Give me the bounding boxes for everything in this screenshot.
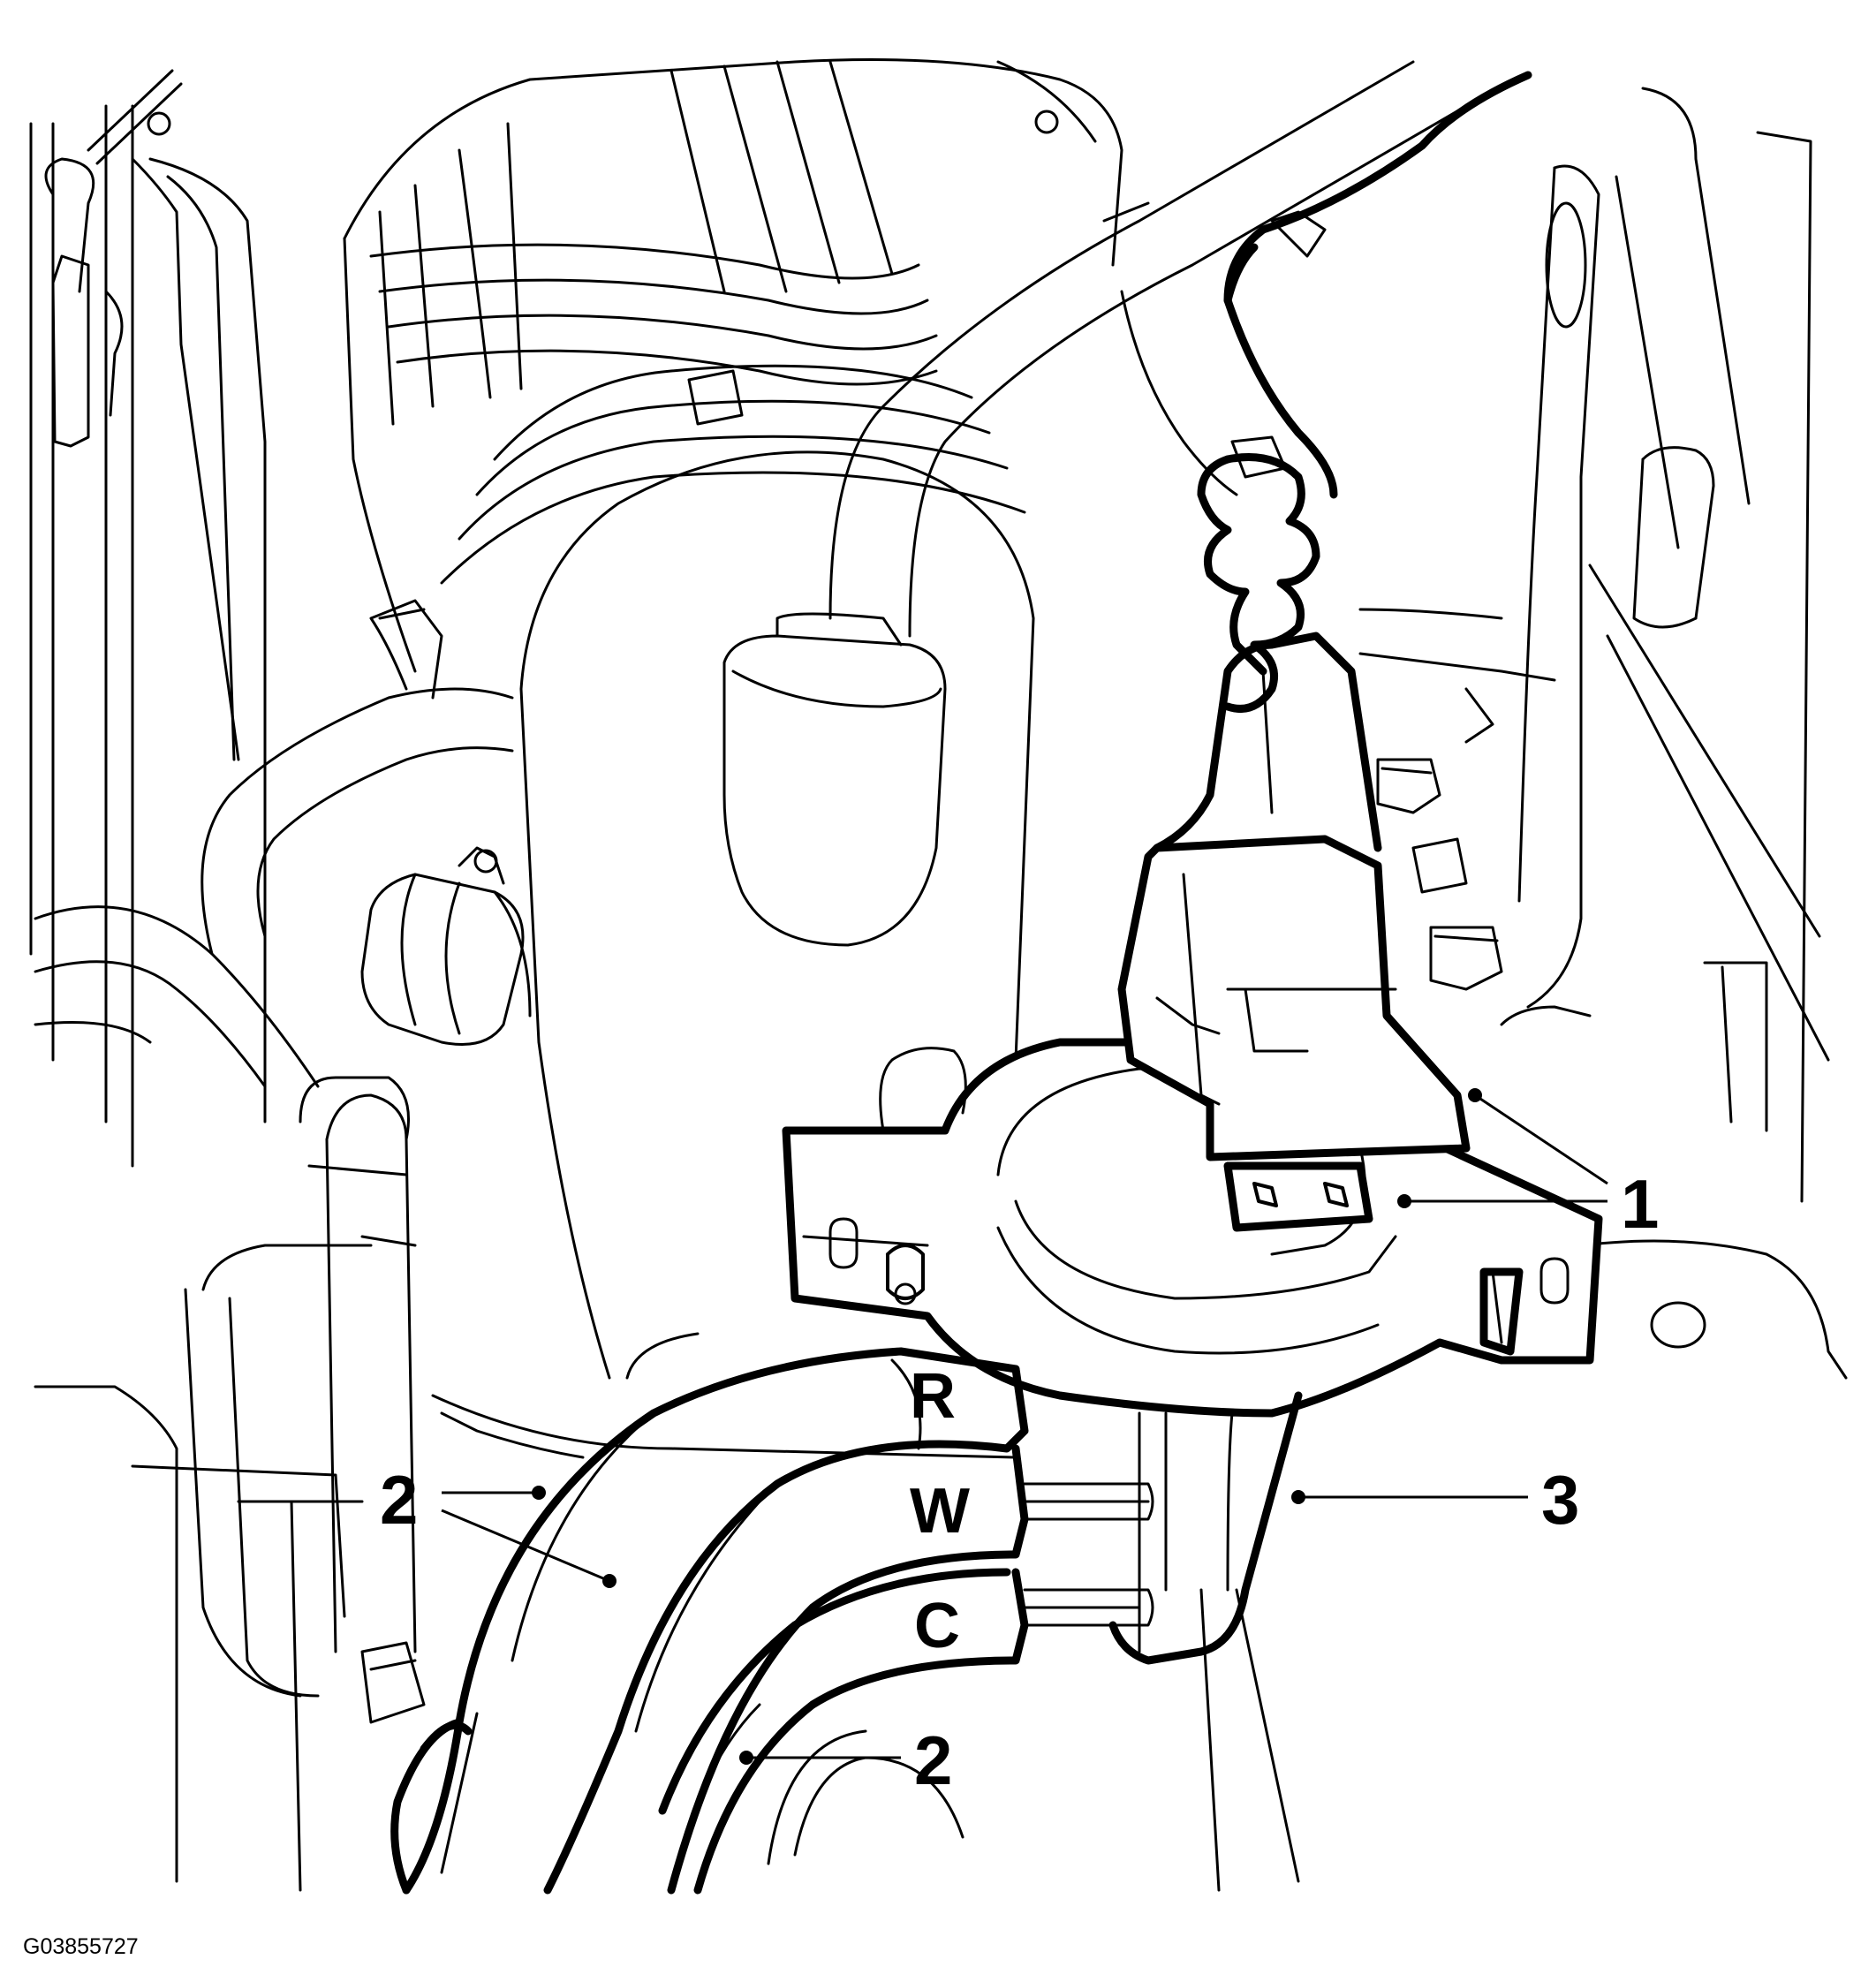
left-hoses: [34, 599, 532, 1653]
hose-label-r: R: [910, 1361, 956, 1432]
upper-curved-pipe: [828, 60, 1468, 638]
leader-dot-1b: [1397, 1194, 1411, 1208]
callout-1: 1: [1621, 1165, 1659, 1243]
hose-label-c: C: [914, 1591, 960, 1661]
callout-3: 3: [1541, 1461, 1579, 1539]
hose-letter-labels: R W C: [910, 1361, 970, 1661]
mounting-bolts: [1376, 687, 1503, 991]
leader-dot-2b: [602, 1574, 617, 1588]
callout-2-lower: 2: [914, 1721, 952, 1799]
vertical-pipe: [1108, 1391, 1303, 1665]
leader-lines: [441, 1088, 1608, 1765]
lower-center-body: [431, 1332, 1300, 1892]
intake-body: [519, 450, 1035, 1380]
lower-left-frame: [34, 1244, 426, 1892]
labelled-hoses: [390, 1347, 1154, 1895]
leader-dot-3: [1291, 1490, 1305, 1504]
leader-dot-2c: [739, 1751, 753, 1765]
leader-dot-2a: [532, 1486, 546, 1500]
sensor-wire: [1120, 71, 1532, 713]
figure-id: G03855727: [23, 1934, 139, 1959]
callout-numbers: 1 2 3 2: [380, 1165, 1659, 1799]
air-intake-hose: [343, 58, 1123, 673]
callout-2-upper: 2: [380, 1461, 418, 1539]
left-background-structure: [29, 69, 267, 1168]
leader-dot-1a: [1468, 1088, 1482, 1102]
right-side-bracket: [1358, 87, 1848, 1380]
hose-label-w: W: [910, 1476, 970, 1547]
sensor-connector: [1117, 632, 1471, 1232]
